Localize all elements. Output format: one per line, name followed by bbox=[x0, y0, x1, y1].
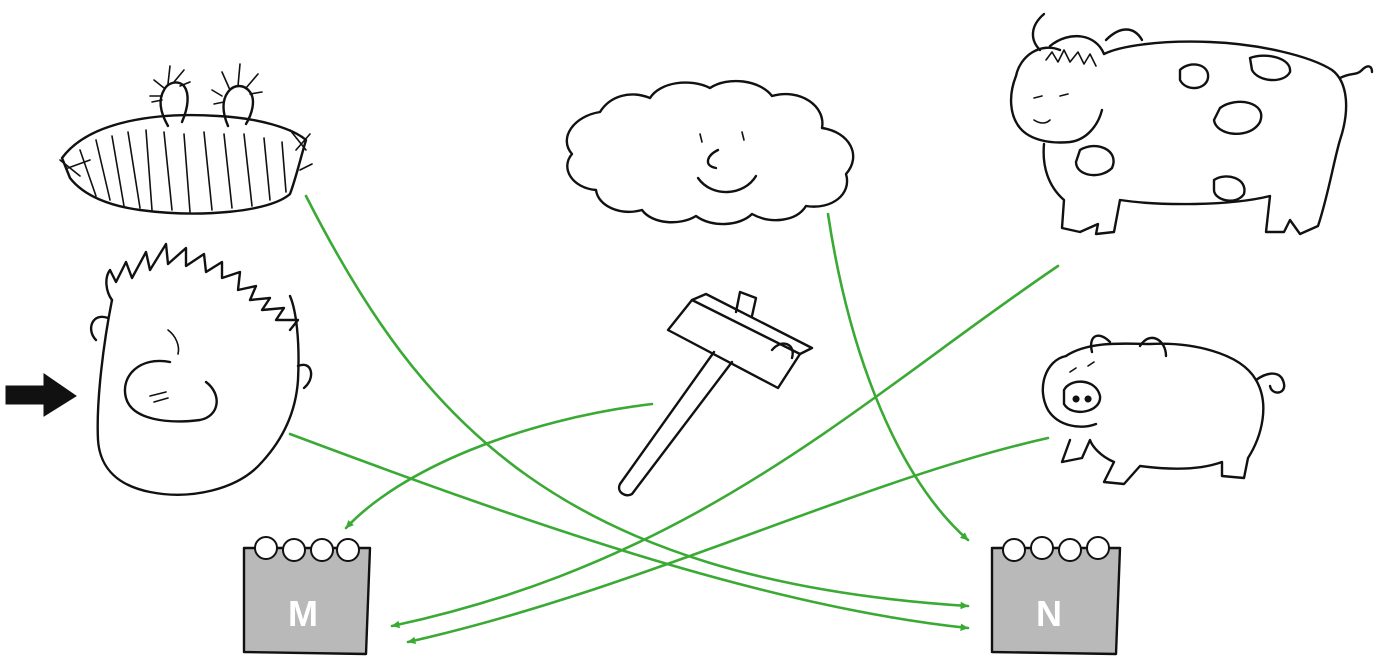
card-n: N bbox=[990, 536, 1122, 656]
arrow-nest-to-n bbox=[304, 194, 970, 610]
cloud-icon bbox=[565, 79, 855, 226]
card-n-label: N bbox=[1036, 593, 1062, 634]
face-icon bbox=[5, 242, 313, 496]
arrow-cloud-to-n bbox=[826, 212, 970, 542]
arrow-face-to-n bbox=[288, 432, 970, 631]
pig-icon bbox=[1041, 334, 1286, 486]
nest-icon bbox=[59, 63, 313, 215]
arrow-hammer-to-m bbox=[344, 402, 654, 530]
arrow-pig-to-m bbox=[406, 436, 1050, 645]
card-m: M bbox=[242, 536, 372, 656]
connection-lines bbox=[288, 194, 1060, 645]
arrow-cow-to-m bbox=[390, 264, 1060, 629]
cow-icon bbox=[1009, 12, 1374, 236]
hammer-icon bbox=[617, 290, 814, 497]
card-m-label: M bbox=[288, 593, 318, 634]
